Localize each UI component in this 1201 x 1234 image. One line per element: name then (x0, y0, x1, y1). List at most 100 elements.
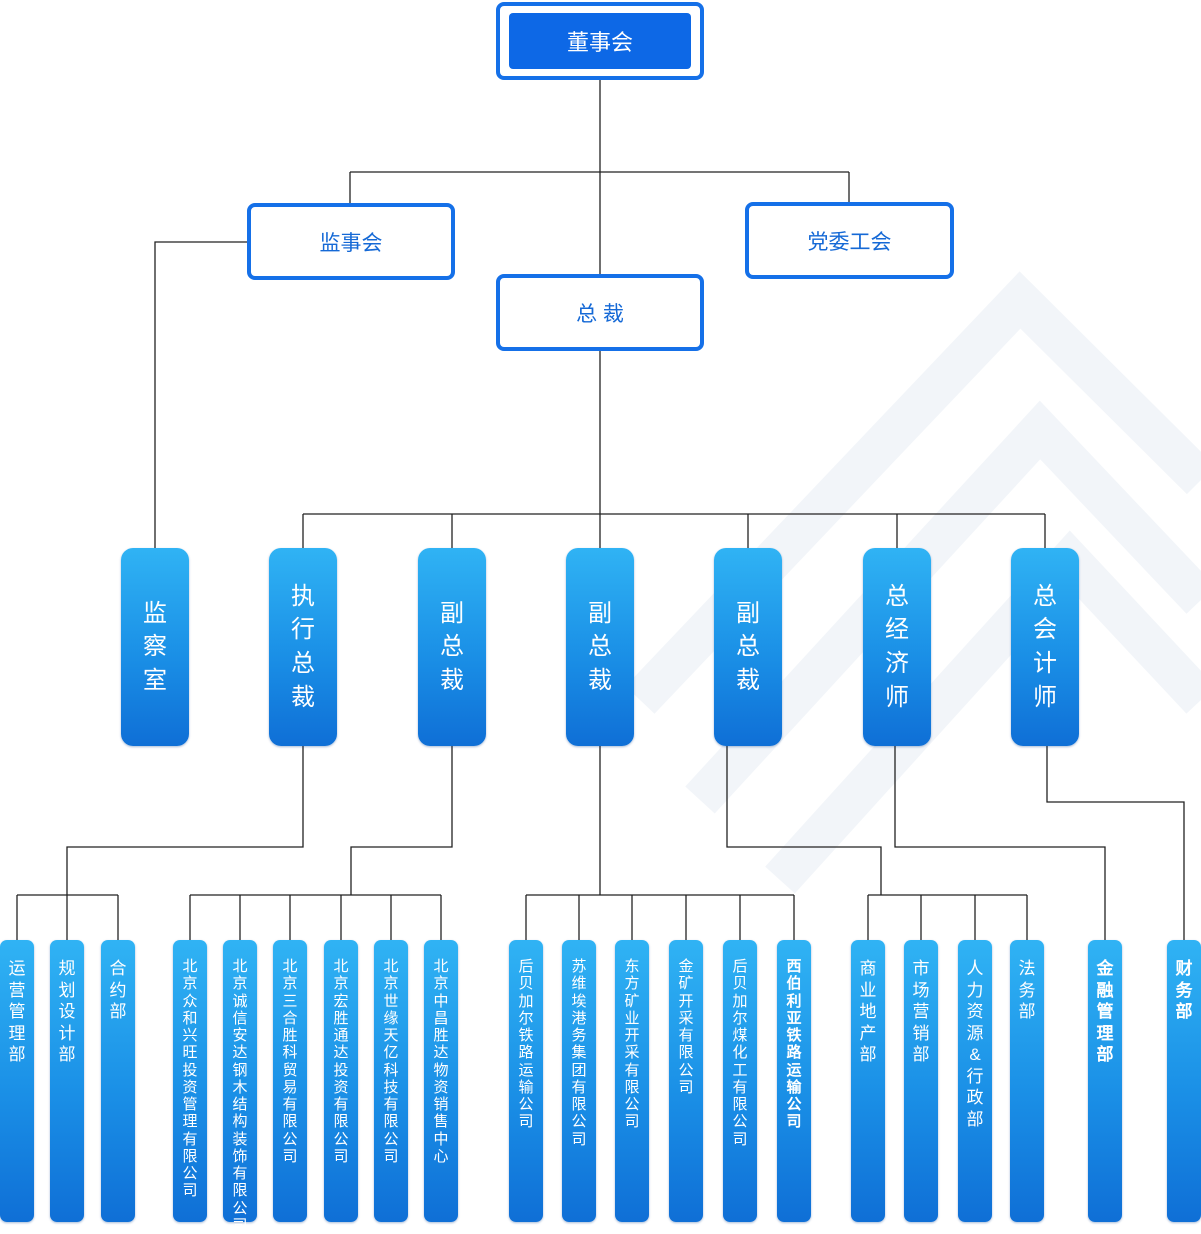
label-char: 副 (588, 599, 612, 627)
label-char: 达 (433, 1044, 449, 1062)
president-box: 总 裁 (496, 274, 704, 351)
label-char: 采 (624, 1044, 640, 1062)
label-char: 尔 (518, 1009, 534, 1027)
label-char: 三 (282, 992, 298, 1010)
dept-operations-management: 运营管理部 (0, 940, 34, 1222)
label-char: 副 (440, 599, 464, 627)
label-char: 司 (232, 1216, 248, 1234)
label-char: 限 (383, 1113, 399, 1131)
label-char: 室 (143, 666, 167, 694)
exec-chief-accountant: 总会计师 (1011, 548, 1079, 746)
label-char: 北 (383, 958, 399, 975)
label-char: 运 (518, 1061, 534, 1079)
label-char: 构 (232, 1113, 248, 1131)
label-char: 公 (282, 1130, 298, 1148)
label-char: 亿 (383, 1044, 399, 1062)
label-char: 设 (58, 1002, 76, 1022)
company-hongsheng-tongda: 北京宏胜通达投资有限公司 (324, 940, 358, 1222)
company-shiyuan-tianyi: 北京世缘天亿科技有限公司 (374, 940, 408, 1222)
label-char: 力 (966, 980, 984, 1000)
label-char: 昌 (433, 1009, 449, 1027)
label-char: 有 (383, 1096, 399, 1113)
label-char: 理 (1096, 1023, 1114, 1043)
company-zhonghe-xingwang: 北京众和兴旺投资管理有限公司 (173, 940, 207, 1222)
company-zabaikal-coal-chemical: 后贝加尔煤化工有限公司 (723, 940, 757, 1222)
label-char: 有 (732, 1078, 748, 1096)
label-char: 京 (433, 975, 449, 993)
label-char: 京 (282, 975, 298, 993)
president-label: 总 裁 (576, 302, 624, 326)
label-char: 尔 (732, 1009, 748, 1027)
label-char: 公 (383, 1130, 399, 1148)
label-char: & (969, 1045, 981, 1065)
label-char: 诚 (232, 992, 248, 1010)
label-char: 装 (232, 1130, 248, 1148)
company-gold-mining: 金矿开采有限公司 (669, 940, 703, 1222)
dept-planning-design: 规划设计部 (50, 940, 84, 1222)
label-char: 木 (232, 1078, 248, 1096)
label-char: 达 (232, 1044, 248, 1062)
label-char: 政 (966, 1088, 984, 1108)
label-char: 投 (333, 1061, 349, 1079)
label-char: 理 (182, 1113, 198, 1131)
label-char: 后 (732, 958, 748, 975)
label-char: 物 (433, 1061, 449, 1079)
label-char: 安 (232, 1027, 248, 1044)
label-char: 司 (182, 1182, 198, 1200)
label-char: 划 (58, 980, 76, 1000)
label-char: 计 (1033, 650, 1057, 677)
label-char: 埃 (571, 992, 587, 1010)
label-char: 规 (58, 959, 76, 978)
label-char: 有 (678, 1027, 694, 1044)
label-char: 输 (786, 1078, 802, 1096)
exec-vice-president-1: 副总裁 (418, 548, 486, 746)
label-char: 金 (1096, 959, 1114, 978)
label-char: 集 (571, 1044, 587, 1062)
label-char: 执 (291, 582, 315, 610)
label-char: 限 (333, 1113, 349, 1131)
label-char: 人 (966, 959, 984, 978)
label-char: 司 (282, 1147, 298, 1165)
dept-marketing: 市场营销部 (904, 940, 938, 1222)
label-char: 经 (885, 616, 909, 644)
label-char: 东 (624, 958, 640, 975)
label-char: 北 (282, 958, 298, 975)
company-chengxin-anda: 北京诚信安达钢木结构装饰有限公司 (223, 940, 257, 1234)
label-char: 限 (571, 1096, 587, 1113)
label-char: 利 (786, 992, 802, 1010)
company-zabaikal-railway: 后贝加尔铁路运输公司 (509, 940, 543, 1222)
label-char: 金 (678, 958, 694, 975)
label-char: 运 (8, 959, 26, 978)
label-char: 铁 (518, 1027, 534, 1044)
label-char: 营 (912, 1002, 930, 1022)
label-char: 师 (1033, 683, 1057, 711)
label-char: 公 (333, 1130, 349, 1148)
label-char: 开 (678, 992, 694, 1010)
label-char: 合 (282, 1009, 298, 1027)
label-char: 司 (333, 1147, 349, 1165)
label-char: 约 (109, 980, 127, 1000)
company-sovetskaya-port: 苏维埃港务集团有限公司 (562, 940, 596, 1222)
label-char: 公 (518, 1096, 534, 1113)
label-char: 结 (232, 1096, 248, 1113)
label-char: 北 (433, 958, 449, 975)
label-char: 北 (333, 958, 349, 975)
label-char: 路 (518, 1044, 534, 1062)
label-char: 开 (624, 1027, 640, 1044)
label-char: 港 (571, 1009, 587, 1027)
label-char: 贝 (518, 975, 534, 993)
label-char: 维 (571, 975, 587, 993)
label-char: 通 (333, 1027, 349, 1044)
label-char: 有 (182, 1130, 198, 1148)
label-char: 有 (624, 1061, 640, 1079)
label-char: 总 (588, 633, 612, 661)
label-char: 部 (8, 1045, 26, 1065)
label-char: 限 (182, 1147, 198, 1165)
label-char: 部 (1175, 1002, 1193, 1022)
supervisory-board-box: 监事会 (247, 203, 455, 280)
dept-commercial-real-estate: 商业地产部 (851, 940, 885, 1222)
label-char: 源 (966, 1023, 984, 1043)
label-char: 管 (8, 1002, 26, 1022)
dept-hr-admin: 人力资源&行政部 (958, 940, 992, 1222)
